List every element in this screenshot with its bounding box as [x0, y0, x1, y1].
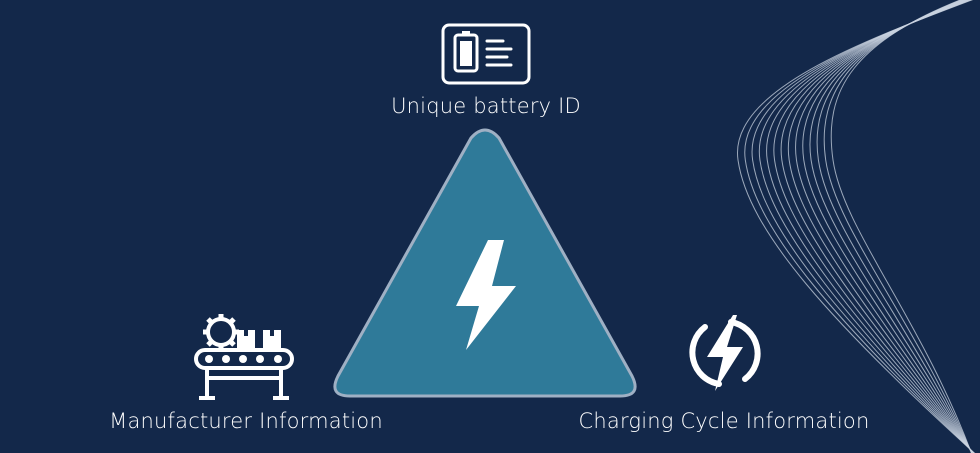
- wave-line: [795, 0, 974, 453]
- manufacturer-information-label: Manufacturer Information: [109, 409, 383, 433]
- wave-line: [809, 0, 973, 453]
- wave-line: [766, 0, 975, 453]
- lightning-bolt-icon: [456, 240, 516, 350]
- central-triangle: [333, 128, 637, 398]
- wave-line: [823, 0, 973, 453]
- wave-line: [787, 0, 974, 453]
- charging-cycle-information-label: Charging Cycle Information: [578, 409, 870, 433]
- decorative-wave-lines: [737, 0, 976, 453]
- wave-line: [744, 0, 975, 453]
- wave-line: [737, 0, 976, 453]
- id-card-battery-icon: [441, 23, 531, 85]
- wave-line: [780, 0, 974, 453]
- wave-line: [802, 0, 973, 453]
- charging-cycle-icon: [689, 315, 761, 391]
- factory-conveyor-icon: [194, 314, 294, 400]
- wave-line: [773, 0, 974, 453]
- gear-icon: [203, 314, 239, 350]
- wave-line: [816, 0, 973, 453]
- unique-battery-id-label: Unique battery ID: [391, 94, 581, 118]
- wave-line: [830, 0, 972, 453]
- wave-line: [758, 0, 975, 453]
